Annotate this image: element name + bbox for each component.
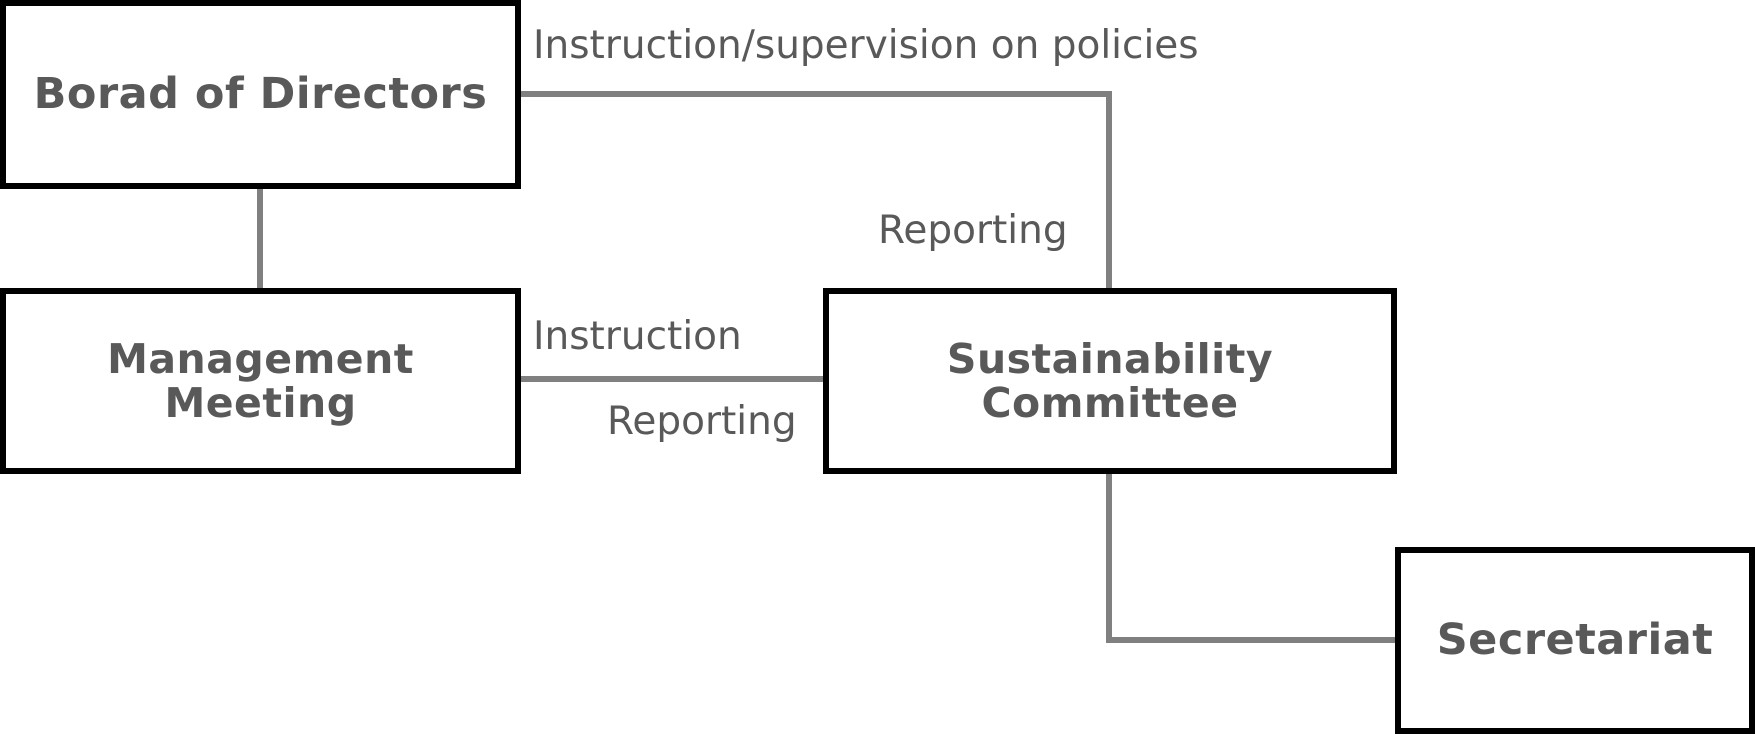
management-meeting-line1: Management <box>107 334 414 383</box>
secretariat-box: Secretariat <box>1395 547 1755 734</box>
management-meeting-label: Management Meeting <box>107 334 414 427</box>
sustainability-committee-line2: Committee <box>981 379 1239 427</box>
edge-label-reporting-to-management: Reporting <box>607 399 797 444</box>
edge-label-instruction: Instruction <box>533 314 742 359</box>
edge-label-instruction-supervision: Instruction/supervision on policies <box>533 23 1199 68</box>
edge-label-reporting-to-board: Reporting <box>878 208 1068 253</box>
sustainability-committee-label: Sustainability Committee <box>946 334 1274 427</box>
sustainability-committee-line1: Sustainability <box>946 334 1274 383</box>
board-of-directors-box: Borad of Directors <box>0 0 521 189</box>
management-meeting-box: Management Meeting <box>0 288 521 474</box>
board-of-directors-label: Borad of Directors <box>33 69 488 120</box>
sustainability-committee-box: Sustainability Committee <box>823 288 1397 474</box>
management-meeting-line2: Meeting <box>164 379 357 427</box>
secretariat-label: Secretariat <box>1436 615 1714 666</box>
connector-sustainability-secretariat <box>1106 471 1398 643</box>
connector-board-sustainability <box>518 91 1112 291</box>
